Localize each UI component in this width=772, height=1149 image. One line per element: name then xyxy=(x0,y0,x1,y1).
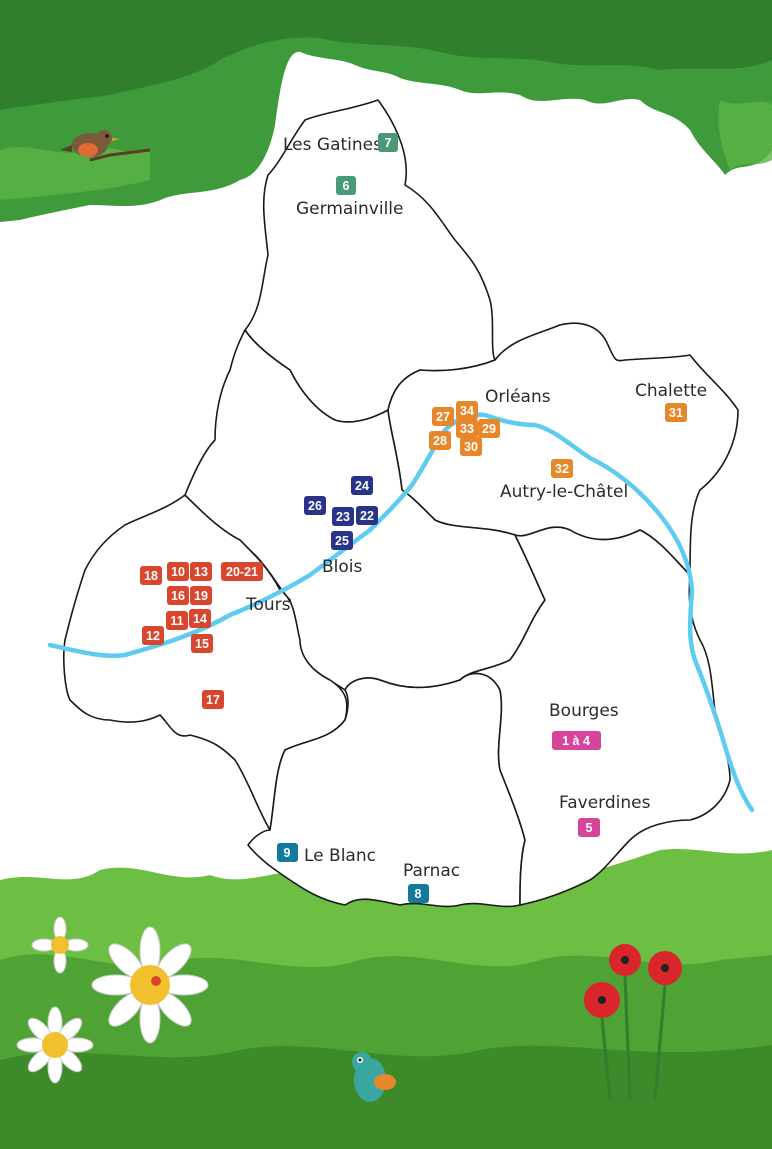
marker-5-text: 5 xyxy=(586,821,593,835)
marker-8[interactable] xyxy=(408,884,429,903)
marker-34[interactable] xyxy=(456,401,478,420)
marker-23[interactable] xyxy=(332,507,354,526)
marker-18[interactable] xyxy=(140,566,162,585)
marker-17-text: 17 xyxy=(206,693,220,707)
grass-meadow xyxy=(0,848,772,1149)
label-autry: Autry-le-Châtel xyxy=(500,482,628,502)
marker-11[interactable] xyxy=(166,611,188,630)
marker-13-text: 13 xyxy=(194,565,208,579)
marker-28-text: 28 xyxy=(433,434,447,448)
marker-26-text: 26 xyxy=(308,499,322,513)
label-blois: Blois xyxy=(322,557,363,577)
marker-6-text: 6 xyxy=(343,179,350,193)
marker-9-text: 9 xyxy=(284,846,291,860)
label-tours: Tours xyxy=(245,595,291,615)
marker-7-text: 7 xyxy=(385,136,392,150)
marker-12-text: 12 xyxy=(146,629,160,643)
marker-7[interactable] xyxy=(378,133,398,152)
marker-16[interactable] xyxy=(167,586,189,605)
marker-30[interactable] xyxy=(460,437,482,456)
marker-34-text: 34 xyxy=(460,404,474,418)
marker-29[interactable] xyxy=(478,419,500,438)
label-orleans: Orléans xyxy=(485,387,551,407)
marker-17[interactable] xyxy=(202,690,224,709)
marker-29-text: 29 xyxy=(482,422,496,436)
label-chalette: Chalette xyxy=(635,381,707,401)
marker-19-text: 19 xyxy=(194,589,208,603)
marker-33[interactable] xyxy=(456,419,478,438)
marker-25[interactable] xyxy=(331,531,353,550)
marker-19[interactable] xyxy=(190,586,212,605)
marker-23-text: 23 xyxy=(336,510,350,524)
marker-25-text: 25 xyxy=(335,534,349,548)
marker-22-text: 22 xyxy=(360,509,374,523)
marker-20-21[interactable] xyxy=(221,562,263,581)
label-faverdines: Faverdines xyxy=(559,793,651,813)
site-markers: 7 6 27 34 33 29 28 30 31 32 24 26 23 22 … xyxy=(140,133,687,903)
marker-6[interactable] xyxy=(336,176,356,195)
marker-22[interactable] xyxy=(356,506,378,525)
daisy-flowers xyxy=(16,916,209,1084)
place-labels: Les Gatines Germainville Orléans Chalett… xyxy=(245,135,707,881)
loire-river xyxy=(47,412,755,813)
marker-14[interactable] xyxy=(189,609,211,628)
poppy-flowers xyxy=(584,944,682,1101)
region-west xyxy=(63,494,348,831)
lizard-creature xyxy=(352,1052,396,1102)
region-southeast xyxy=(459,526,731,906)
marker-32[interactable] xyxy=(551,459,573,478)
marker-26[interactable] xyxy=(304,496,326,515)
label-le-blanc: Le Blanc xyxy=(304,846,376,866)
label-les-gatines: Les Gatines xyxy=(283,135,382,155)
marker-27[interactable] xyxy=(432,407,454,426)
marker-10[interactable] xyxy=(167,562,189,581)
marker-30-text: 30 xyxy=(464,440,478,454)
marker-33-text: 33 xyxy=(460,422,474,436)
department-borders xyxy=(63,99,739,908)
marker-31-text: 31 xyxy=(669,406,683,420)
marker-18-text: 18 xyxy=(144,569,158,583)
marker-27-text: 27 xyxy=(436,410,450,424)
marker-14-text: 14 xyxy=(193,612,207,626)
marker-32-text: 32 xyxy=(555,462,569,476)
marker-10-text: 10 xyxy=(171,565,185,579)
marker-31[interactable] xyxy=(665,403,687,422)
marker-15[interactable] xyxy=(191,634,213,653)
label-bourges: Bourges xyxy=(549,701,619,721)
marker-20-21-text: 20-21 xyxy=(226,565,258,579)
marker-12[interactable] xyxy=(142,626,164,645)
label-parnac: Parnac xyxy=(403,861,460,881)
marker-11-text: 11 xyxy=(170,614,183,628)
marker-16-text: 16 xyxy=(171,589,185,603)
marker-15-text: 15 xyxy=(195,637,209,651)
marker-13[interactable] xyxy=(190,562,212,581)
marker-5[interactable] xyxy=(578,818,600,837)
marker-28[interactable] xyxy=(429,431,451,450)
marker-1-a-4[interactable] xyxy=(552,731,601,750)
marker-24-text: 24 xyxy=(355,479,369,493)
tree-canopy xyxy=(0,0,772,222)
marker-8-text: 8 xyxy=(415,887,422,901)
label-germainville: Germainville xyxy=(296,199,404,219)
marker-9[interactable] xyxy=(277,843,298,862)
marker-24[interactable] xyxy=(351,476,373,495)
robin-bird xyxy=(60,130,151,162)
marker-1-a-4-text: 1 à 4 xyxy=(562,734,590,748)
